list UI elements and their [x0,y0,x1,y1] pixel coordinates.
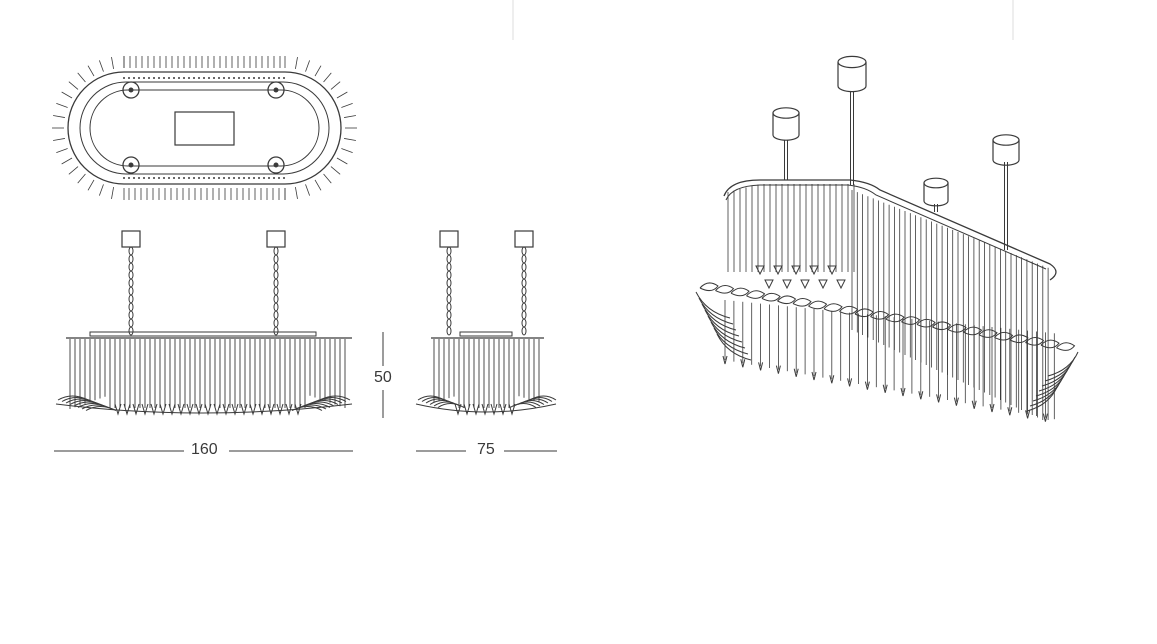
perspective-view [695,55,1079,422]
top-view-plan [52,56,357,200]
dimension-lines [54,0,1014,452]
length-dimension-label: 160 [187,441,222,459]
side-elevation [415,230,557,416]
height-dimension-label: 50 [372,369,394,387]
depth-dimension-label: 75 [473,441,499,459]
front-elevation [55,230,353,416]
